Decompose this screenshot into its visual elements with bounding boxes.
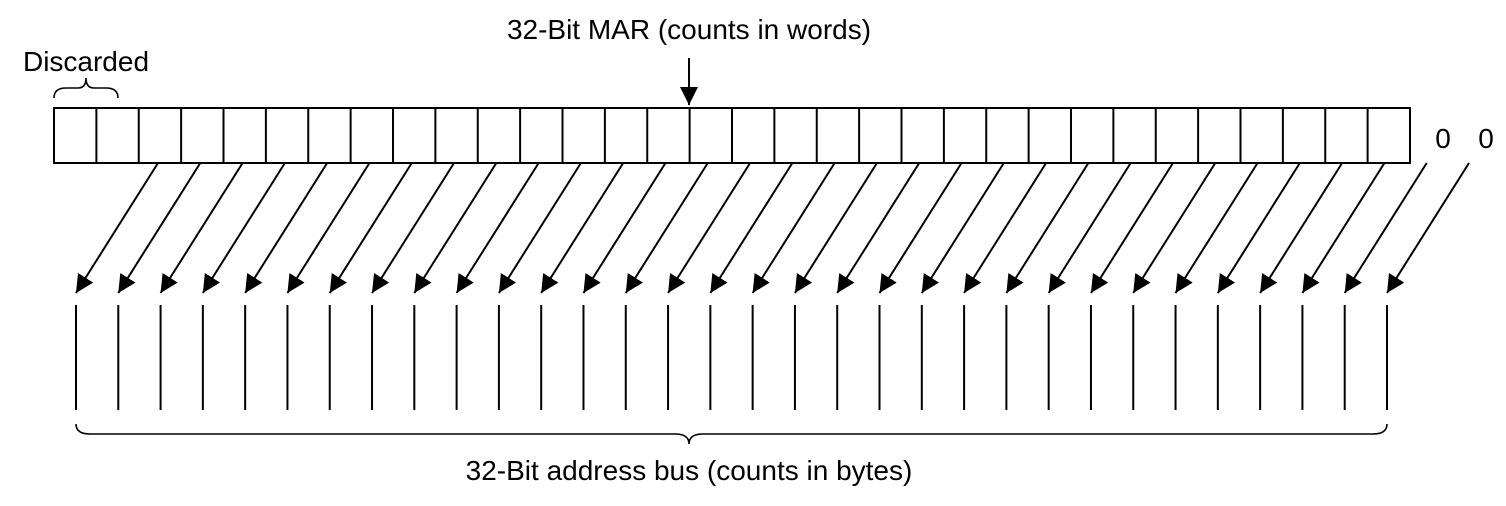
- shift-arrow: [1301, 162, 1386, 294]
- shift-arrow: [1216, 162, 1301, 294]
- shift-arrow: [751, 162, 836, 294]
- shift-arrow: [1259, 162, 1343, 294]
- shift-arrow: [963, 162, 1047, 294]
- shift-arrow: [540, 162, 625, 294]
- zero-bit-0: 0: [1478, 123, 1494, 154]
- shift-arrow: [286, 162, 371, 294]
- bus-brace: [75, 423, 1388, 445]
- shift-arrow: [328, 162, 413, 294]
- shift-arrow: [667, 162, 751, 294]
- discarded-label: Discarded: [23, 46, 149, 77]
- mar-title: 32-Bit MAR (counts in words): [507, 14, 871, 45]
- shift-arrow: [1090, 162, 1174, 294]
- shift-arrow: [1047, 162, 1132, 294]
- shift-arrow: [794, 162, 878, 294]
- shift-arrow: [582, 162, 667, 294]
- shift-arrow: [498, 162, 582, 294]
- zero-fill-arrow: [1343, 162, 1428, 294]
- zero-bit-1: 0: [1435, 123, 1451, 154]
- discarded-brace: [53, 77, 119, 99]
- mar-register: [53, 107, 1411, 164]
- shift-arrow: [159, 162, 244, 294]
- shift-arrow: [1132, 162, 1217, 294]
- shift-arrow: [244, 162, 329, 294]
- shift-arrow: [1174, 162, 1259, 294]
- shift-arrow: [624, 162, 709, 294]
- shift-arrow: [920, 162, 1005, 294]
- zero-fill-arrow: [1386, 162, 1470, 294]
- shift-arrow: [455, 162, 540, 294]
- shift-arrow: [1005, 162, 1090, 294]
- address-bus-lines: [75, 305, 1388, 410]
- shift-arrow: [75, 162, 159, 294]
- shift-arrow: [371, 162, 455, 294]
- shift-arrow: [413, 162, 498, 294]
- shift-arrows: [75, 162, 1470, 294]
- shift-arrow: [709, 162, 794, 294]
- shift-arrow: [117, 162, 202, 294]
- bus-title: 32-Bit address bus (counts in bytes): [466, 455, 913, 486]
- shift-arrow: [836, 162, 921, 294]
- shift-arrow: [202, 162, 286, 294]
- shift-arrow: [878, 162, 963, 294]
